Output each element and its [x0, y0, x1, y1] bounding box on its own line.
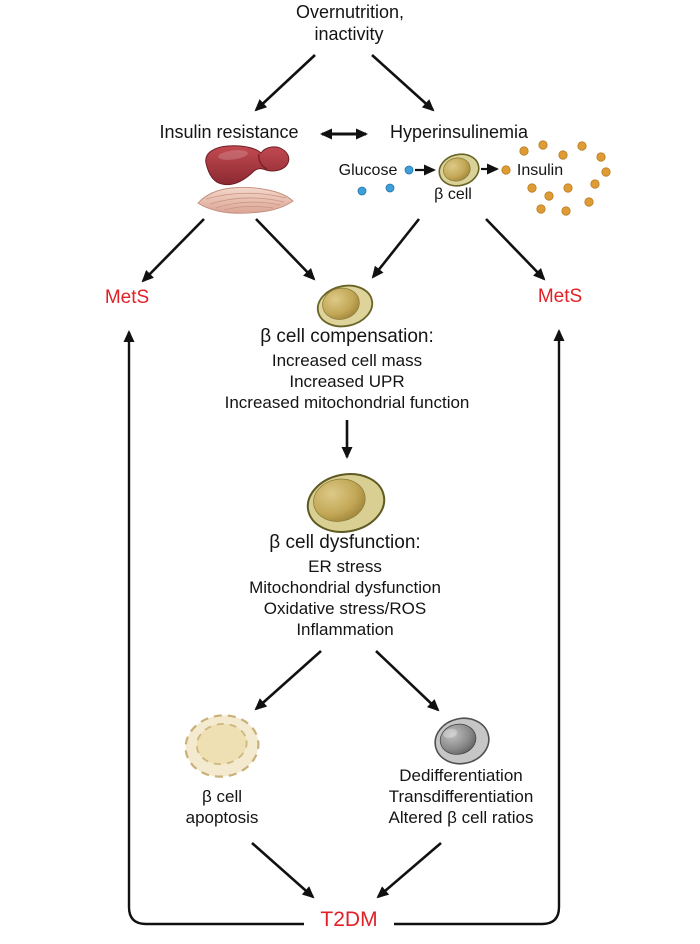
dysfunction-item: Mitochondrial dysfunction [249, 578, 441, 597]
arrow-overnutrition-to-insulin-resistance [254, 54, 316, 112]
arrow-dysfunction-to-apoptosis [254, 650, 322, 711]
compensation-title: β cell compensation: [260, 326, 434, 347]
glucose-label: Glucose [338, 162, 398, 179]
arrow-muscle-to-compensation [255, 218, 316, 281]
insulin-label: Insulin [516, 162, 564, 179]
insulin-resistance-label: Insulin resistance [159, 122, 299, 142]
muscle-icon [197, 186, 294, 214]
compensation-item: Increased UPR [289, 372, 405, 391]
arrow-betacell-to-mets-right [485, 218, 546, 281]
insulin-dots [501, 140, 611, 216]
arrow-dysfunction-to-dedifferentiation [375, 650, 440, 712]
overnutrition-label-line2: inactivity [314, 24, 384, 44]
dysfunction-title: β cell dysfunction: [269, 532, 421, 553]
beta-cell-icon [438, 153, 480, 187]
arrow-dedifferentiation-to-t2dm [376, 842, 442, 899]
compensation-item: Increased cell mass [271, 351, 423, 370]
connector-t2dm-to-mets-right [394, 329, 565, 926]
glucose-dots [357, 165, 414, 196]
arrow-muscle-to-mets-left [141, 218, 205, 283]
beta-cell-label: β cell [434, 186, 472, 203]
dysfunction-item: Inflammation [296, 620, 394, 639]
liver-icon [205, 145, 290, 186]
dysfunction-item: ER stress [308, 557, 382, 576]
connector-t2dm-to-mets-left [123, 330, 304, 926]
compensation-item: Increased mitochondrial function [224, 393, 470, 412]
dedifferentiation-item: Altered β cell ratios [388, 808, 534, 827]
apoptosis-label-line1: β cell [201, 787, 243, 806]
compensation-cell-icon [316, 284, 374, 328]
t2dm-label: T2DM [320, 908, 378, 931]
apoptosis-label-line2: apoptosis [185, 808, 259, 827]
dedifferentiation-item: Dedifferentiation [399, 766, 523, 785]
dedifferentiated-cell-icon [434, 717, 490, 765]
dysfunction-cell-icon [306, 473, 386, 533]
arrow-betacell-to-compensation [371, 218, 421, 279]
apoptosis-cell-icon [184, 714, 260, 778]
dysfunction-item: Oxidative stress/ROS [263, 599, 427, 618]
mets-right-label: MetS [537, 286, 583, 307]
overnutrition-label-line1: Overnutrition, [295, 2, 405, 22]
hyperinsulinemia-label: Hyperinsulinemia [389, 122, 529, 142]
arrow-apoptosis-to-t2dm [251, 842, 315, 899]
dedifferentiation-item: Transdifferentiation [388, 787, 534, 806]
mets-left-label: MetS [104, 287, 150, 308]
arrow-overnutrition-to-hyperinsulinemia [371, 54, 435, 112]
